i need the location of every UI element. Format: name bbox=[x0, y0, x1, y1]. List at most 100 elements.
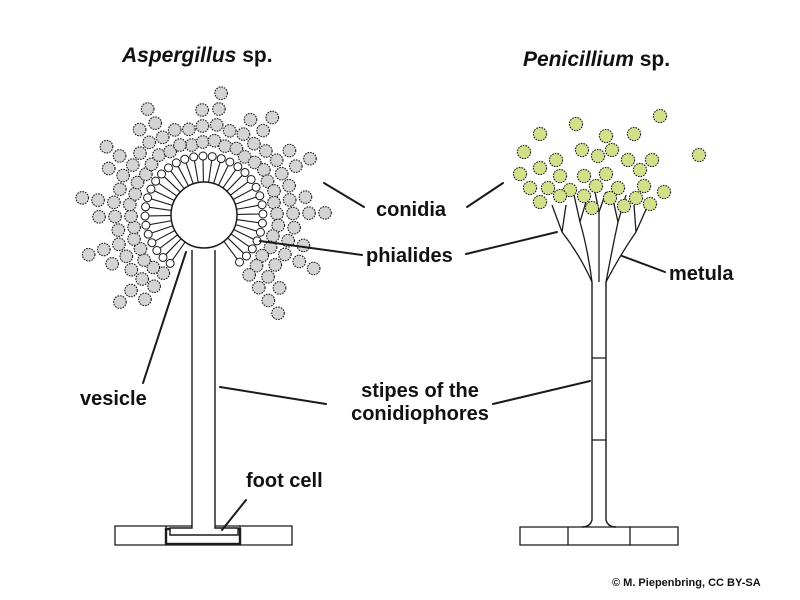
metula-branch bbox=[561, 204, 567, 233]
aspergillus-conidium bbox=[184, 138, 199, 152]
aspergillus-conidium bbox=[278, 247, 292, 262]
phialide bbox=[149, 220, 173, 226]
aspergillus-conidium bbox=[207, 133, 222, 148]
phialide-tip bbox=[251, 182, 261, 192]
phialide-tip bbox=[240, 168, 250, 178]
aspergillus-conidium bbox=[147, 279, 161, 294]
aspergillus-conidium bbox=[265, 110, 280, 125]
penicillium-conidium bbox=[574, 142, 590, 158]
phialide-tip bbox=[189, 152, 199, 162]
aspergillus-conidium bbox=[144, 157, 159, 172]
phialide bbox=[235, 224, 258, 232]
phialide-tip bbox=[180, 154, 190, 164]
phialide-tip bbox=[147, 238, 157, 248]
aspergillus-conidium bbox=[138, 292, 152, 307]
aspergillus-conidium bbox=[112, 182, 127, 197]
aspergillus-conidium bbox=[91, 193, 105, 207]
phialide bbox=[185, 162, 194, 185]
metula-branch bbox=[605, 231, 637, 283]
phialide bbox=[171, 241, 186, 261]
aspergillus-conidium bbox=[229, 141, 244, 156]
phialide-tip bbox=[241, 251, 251, 261]
phialide-tip bbox=[258, 209, 268, 219]
metula-branch bbox=[633, 204, 637, 233]
aspergillus-conidium bbox=[282, 178, 296, 193]
aspergillus-conidium bbox=[260, 174, 275, 189]
aspergillus-conidium bbox=[133, 241, 148, 256]
aspergillus-conidium bbox=[282, 193, 297, 207]
aspergillus-conidium bbox=[125, 158, 140, 172]
aspergillus-conidium bbox=[303, 151, 317, 166]
penicillium-conidium bbox=[610, 180, 626, 196]
aspergillus-conidium bbox=[302, 206, 316, 221]
aspergillus-conidium bbox=[137, 253, 151, 267]
metula-branch bbox=[573, 194, 581, 223]
aspergillus-conidium bbox=[267, 184, 281, 198]
penicillium-conidium bbox=[598, 128, 614, 144]
penicillium-conidium bbox=[628, 190, 644, 206]
aspergillus-conidium bbox=[99, 139, 114, 154]
aspergillus-conidium bbox=[127, 232, 141, 246]
aspergillus-conidium bbox=[101, 161, 116, 176]
penicillium-conidium bbox=[576, 188, 592, 204]
aspergillus-conidium bbox=[111, 223, 126, 237]
aspergillus-conidium bbox=[132, 122, 147, 137]
aspergillus-conidium bbox=[119, 249, 134, 264]
penicillium-stipe bbox=[581, 282, 617, 528]
phialide-tip bbox=[141, 220, 151, 230]
phialide bbox=[163, 176, 181, 193]
phialide-tip bbox=[233, 162, 243, 172]
aspergillus-conidium bbox=[135, 272, 150, 286]
aspergillus-conidium bbox=[112, 237, 126, 252]
phialide bbox=[230, 233, 250, 248]
aspergillus-conidium bbox=[222, 123, 237, 138]
aspergillus-title: Aspergillus sp. bbox=[122, 44, 273, 68]
penicillium-branches bbox=[551, 191, 649, 283]
aspergillus-conidium bbox=[261, 293, 276, 308]
aspergillus-conidium bbox=[195, 119, 210, 133]
aspergillus-conidium bbox=[261, 269, 275, 284]
phialide-tip bbox=[143, 193, 153, 203]
penicillium-conidium bbox=[532, 126, 548, 142]
phialide bbox=[150, 198, 173, 206]
penicillium-conidium bbox=[512, 166, 528, 182]
aspergillus-conidium bbox=[266, 229, 280, 243]
phialide bbox=[222, 169, 237, 189]
aspergillus-conidia bbox=[75, 86, 332, 321]
aspergillus-conidium bbox=[251, 280, 266, 295]
leader-metula bbox=[621, 255, 666, 273]
aspergillus-conidium bbox=[236, 127, 251, 141]
penicillium-conidium bbox=[604, 142, 620, 158]
aspergillus-title-suffix: sp. bbox=[236, 44, 273, 67]
phialide bbox=[229, 181, 249, 196]
phialide bbox=[223, 240, 238, 260]
aspergillus-conidiophore bbox=[75, 86, 332, 546]
aspergillus-conidium bbox=[243, 112, 258, 127]
leader-lines bbox=[142, 182, 666, 531]
aspergillus-conidium bbox=[271, 218, 286, 233]
penicillium-conidium bbox=[532, 160, 548, 176]
penicillium-conidium bbox=[522, 180, 538, 196]
aspergillus-conidium bbox=[75, 191, 90, 205]
phialide-tip bbox=[165, 258, 175, 268]
label-metula: metula bbox=[669, 263, 734, 285]
label-stipes-line1: stipes of the bbox=[361, 380, 479, 402]
aspergillus-conidium bbox=[133, 146, 147, 161]
aspergillus-conidium bbox=[92, 209, 106, 224]
aspergillus-conidium bbox=[152, 148, 166, 162]
aspergillus-conidium bbox=[148, 116, 163, 131]
aspergillus-conidium bbox=[268, 258, 283, 272]
vesicle bbox=[170, 181, 238, 249]
aspergillus-conidium bbox=[155, 130, 170, 145]
phialide bbox=[233, 228, 254, 240]
phialide-tip bbox=[255, 227, 265, 237]
phialide bbox=[154, 190, 175, 202]
penicillium-substrate bbox=[519, 526, 679, 546]
aspergillus-conidium bbox=[195, 135, 210, 149]
penicillium-conidium bbox=[532, 194, 548, 210]
phialide-tip bbox=[235, 257, 245, 267]
aspergillus-conidium bbox=[256, 123, 270, 138]
phialide bbox=[193, 160, 199, 184]
metula-branch bbox=[605, 221, 619, 283]
